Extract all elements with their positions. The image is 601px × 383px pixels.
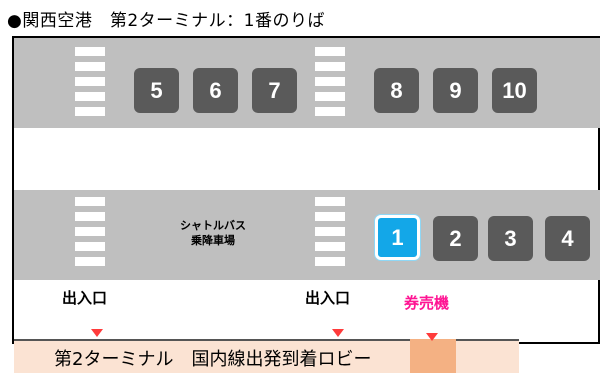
bay-8: 8 <box>374 68 419 113</box>
bay-6: 6 <box>193 68 238 113</box>
bay-4: 4 <box>545 216 590 261</box>
shuttle-stop-label: シャトルバス 乗降車場 <box>168 218 258 248</box>
ticket-machine-label: 券売機 <box>404 294 450 312</box>
page-title: ●関西空港 第2ターミナル：1番のりば <box>7 11 325 31</box>
bay-1-current: 1 <box>375 215 420 260</box>
exit-label-center: 出入口 <box>305 289 351 307</box>
entrance-arrow-center <box>332 329 344 337</box>
ticket-machine-highlight <box>410 339 456 373</box>
bay-7: 7 <box>252 68 297 113</box>
bay-5: 5 <box>134 68 179 113</box>
lobby-label: 第2ターミナル 国内線出発到着ロビー <box>54 349 372 370</box>
ticket-arrow <box>426 333 438 341</box>
bay-10: 10 <box>492 68 537 113</box>
bay-9: 9 <box>433 68 478 113</box>
entrance-arrow-left <box>91 329 103 337</box>
bay-3: 3 <box>488 216 533 261</box>
shuttle-label-line2: 乗降車場 <box>191 234 235 247</box>
bay-2: 2 <box>433 216 478 261</box>
shuttle-label-line1: シャトルバス <box>180 219 246 232</box>
exit-label-left: 出入口 <box>62 289 108 307</box>
